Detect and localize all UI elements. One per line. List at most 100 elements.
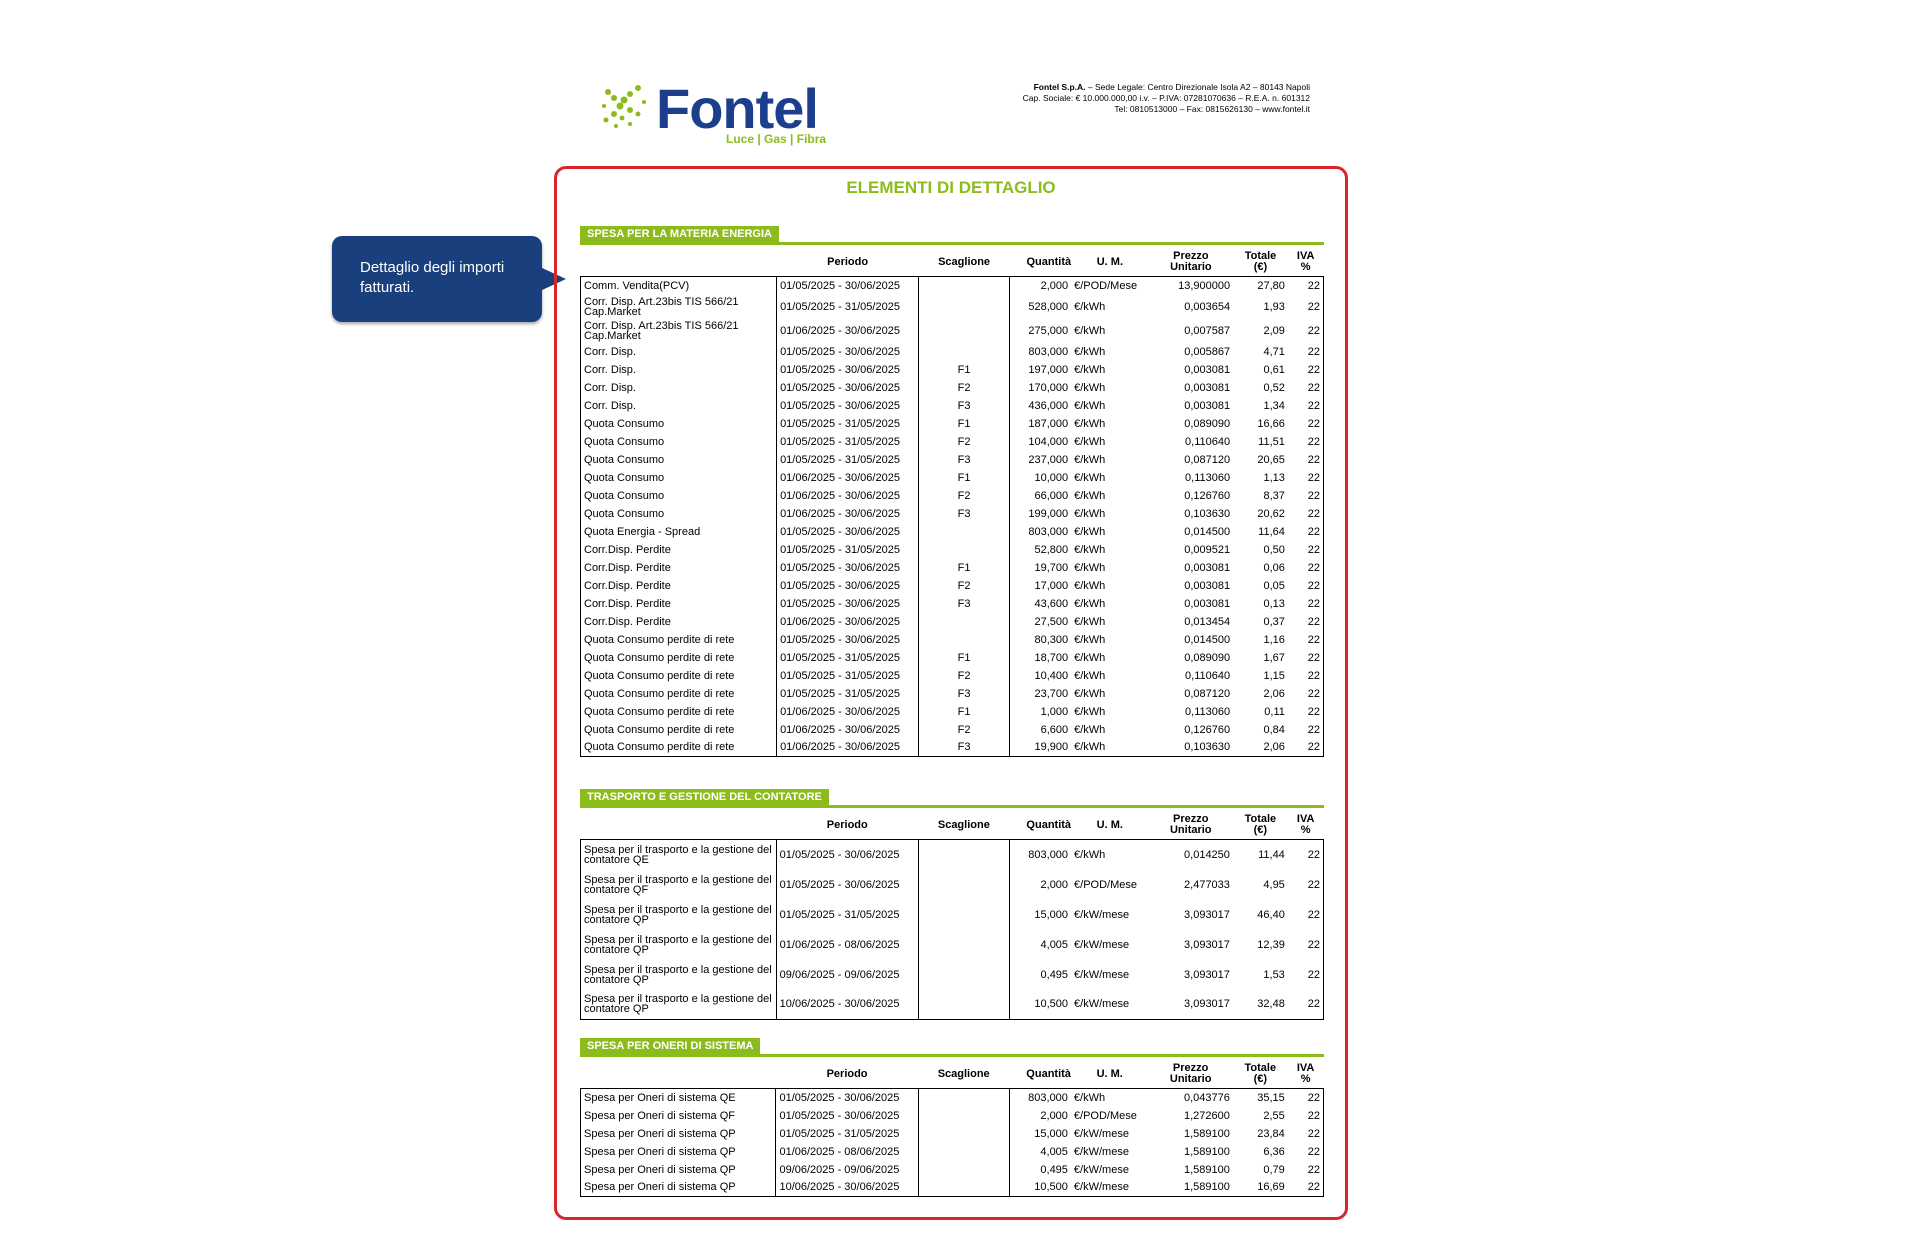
cell-quantita: 4,005	[1040, 1145, 1068, 1158]
cell-quantita: 15,000	[1034, 908, 1069, 921]
cell-voce: Quota Consumo perdite di rete	[580, 666, 778, 685]
cell-unita-misura: €/kW/mese	[1074, 908, 1130, 921]
cell-iva: 22	[1307, 1127, 1320, 1140]
cell-prezzo-unitario: 0,126760	[1184, 489, 1231, 502]
cell-periodo: 01/06/2025 - 30/06/2025	[776, 612, 920, 631]
cell-scaglione: F3	[918, 594, 1010, 613]
cell-periodo: 01/05/2025 - 30/06/2025	[775, 1106, 919, 1125]
cell-periodo: 01/06/2025 - 30/06/2025	[776, 702, 920, 721]
cell-scaglione	[918, 959, 1010, 990]
cell-totale: 0,13	[1263, 597, 1285, 610]
cell-scaglione: F2	[918, 720, 1010, 739]
cell-totale: 2,06	[1263, 687, 1285, 700]
cell-totale: 2,06	[1263, 741, 1285, 754]
cell-totale: 0,52	[1263, 381, 1285, 394]
section-header: TRASPORTO E GESTIONE DEL CONTATORE	[580, 789, 1324, 811]
cell-scaglione	[918, 342, 1010, 361]
cell-unita-misura: €/kWh	[1073, 1091, 1106, 1104]
cell-periodo: 09/06/2025 - 09/06/2025	[775, 1160, 919, 1179]
cell-voce: Quota Consumo	[580, 414, 778, 433]
cell-totale: 12,39	[1257, 938, 1285, 951]
cell-unita-misura: €/kWh	[1074, 615, 1106, 628]
col-um: U. M.	[1096, 1067, 1123, 1080]
cell-totale: 6,36	[1263, 1145, 1285, 1158]
col-scaglione: Scaglione	[937, 1067, 990, 1080]
cell-totale: 0,84	[1263, 723, 1285, 736]
col-periodo: Periodo	[826, 1067, 868, 1080]
cell-quantita: 803,000	[1028, 848, 1069, 861]
cell-scaglione: F1	[918, 648, 1010, 667]
cell-unita-misura: €/kW/mese	[1074, 968, 1130, 981]
cell-unita-misura: €/kWh	[1074, 381, 1106, 394]
section-rule	[580, 242, 1324, 245]
cell-quantita: 528,000	[1028, 300, 1069, 313]
cell-totale: 0,11	[1264, 705, 1285, 718]
cell-iva: 22	[1307, 399, 1320, 412]
cell-prezzo-unitario: 0,013454	[1184, 615, 1231, 628]
cell-totale: 1,67	[1263, 651, 1285, 664]
cell-prezzo-unitario: 0,103630	[1184, 741, 1231, 754]
cell-unita-misura: €/POD/Mese	[1074, 878, 1138, 891]
col-scaglione: Scaglione	[937, 818, 990, 831]
cell-totale: 2,55	[1263, 1109, 1285, 1122]
cell-iva: 22	[1307, 525, 1320, 538]
cell-scaglione: F2	[918, 378, 1010, 397]
col-voce	[581, 1060, 776, 1089]
table-row: Spesa per il trasporto e la gestione del…	[580, 959, 1324, 990]
cell-totale: 1,53	[1263, 968, 1285, 981]
col-totale-line-1: Totale	[1244, 1062, 1277, 1074]
cell-periodo: 01/05/2025 - 31/05/2025	[776, 684, 920, 703]
cell-prezzo-unitario: 0,005867	[1184, 345, 1231, 358]
cell-prezzo-unitario: 1,589100	[1183, 1163, 1230, 1176]
cell-voce: Quota Consumo	[580, 486, 778, 505]
cell-iva: 22	[1307, 507, 1320, 520]
cell-quantita: 187,000	[1028, 417, 1069, 430]
cell-periodo: 01/06/2025 - 30/06/2025	[776, 504, 920, 523]
cell-iva: 22	[1307, 1181, 1320, 1194]
cell-periodo: 01/06/2025 - 08/06/2025	[775, 1142, 919, 1161]
cell-voce: Corr.Disp. Perdite	[580, 576, 778, 595]
cell-unita-misura: €/kWh	[1074, 324, 1106, 337]
cell-prezzo-unitario: 0,014250	[1184, 848, 1230, 861]
cell-unita-misura: €/kWh	[1074, 435, 1106, 448]
cell-totale: 1,13	[1263, 471, 1285, 484]
cell-quantita: 43,600	[1034, 597, 1069, 610]
cell-prezzo-unitario: 0,087120	[1184, 687, 1231, 700]
cell-quantita: 197,000	[1028, 363, 1069, 376]
cell-iva: 22	[1307, 998, 1320, 1011]
cell-voce: Corr. Disp.	[580, 378, 778, 397]
cell-quantita: 19,900	[1034, 741, 1069, 754]
cell-quantita: 10,500	[1034, 1181, 1068, 1194]
cell-totale: 4,95	[1263, 878, 1285, 891]
section-title: SPESA PER ONERI DI SISTEMA	[580, 1038, 761, 1054]
cell-unita-misura: €/kWh	[1074, 651, 1106, 664]
col-iva: IVA%	[1288, 811, 1324, 840]
cell-scaglione	[918, 630, 1010, 649]
cell-scaglione	[918, 839, 1010, 870]
cell-scaglione: F3	[918, 396, 1010, 415]
cell-unita-misura: €/kWh	[1074, 561, 1106, 574]
cell-unita-misura: €/kWh	[1074, 363, 1106, 376]
cell-totale: 46,40	[1257, 908, 1285, 921]
col-scaglione: Scaglione	[938, 255, 991, 268]
cell-iva: 22	[1307, 878, 1320, 891]
section-rule	[580, 1054, 1324, 1057]
cell-totale: 1,34	[1263, 399, 1285, 412]
cell-totale: 2,09	[1263, 324, 1285, 337]
cell-unita-misura: €/kWh	[1074, 471, 1106, 484]
cell-iva: 22	[1307, 968, 1320, 981]
col-prezzo-line-1: Prezzo	[1173, 250, 1209, 262]
cell-prezzo-unitario: 1,589100	[1183, 1145, 1230, 1158]
cell-voce: Spesa per Oneri di sistema QF	[580, 1106, 777, 1125]
cell-totale: 0,79	[1263, 1163, 1285, 1176]
